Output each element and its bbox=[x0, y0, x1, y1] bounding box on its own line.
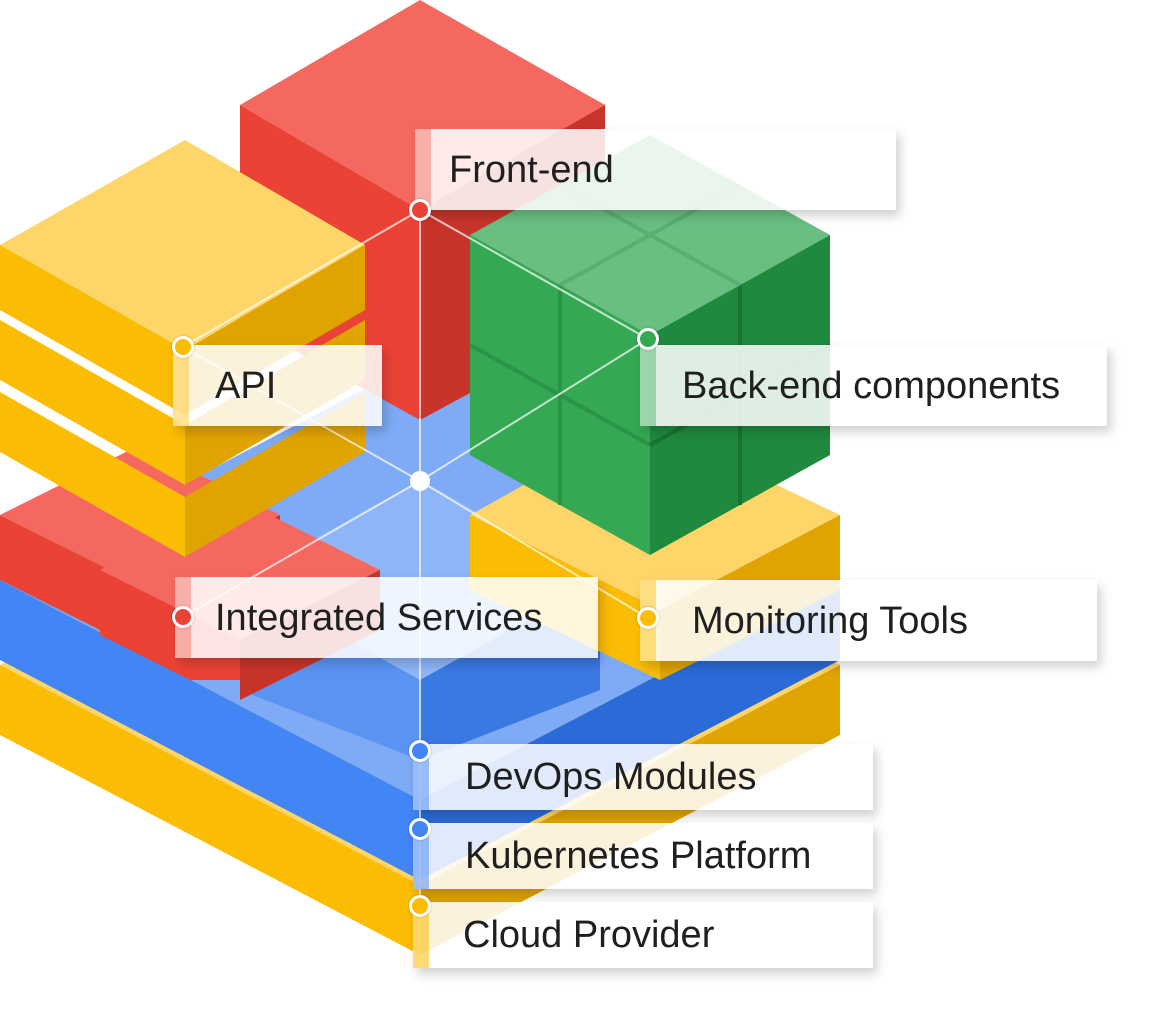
center-node-icon bbox=[410, 471, 430, 491]
label-text: DevOps Modules bbox=[465, 756, 757, 798]
label-api: API bbox=[173, 345, 382, 426]
label-devops-modules: DevOps Modules bbox=[413, 744, 873, 810]
label-back-end: Back-end components bbox=[640, 345, 1107, 426]
monitoring-tools-node-icon bbox=[637, 607, 659, 629]
label-text: Cloud Provider bbox=[463, 914, 715, 956]
label-text: Back-end components bbox=[682, 364, 1061, 407]
label-text: Kubernetes Platform bbox=[465, 835, 812, 877]
label-text: API bbox=[215, 364, 277, 407]
label-text: Integrated Services bbox=[215, 596, 543, 639]
label-text: Front-end bbox=[449, 148, 614, 191]
label-kubernetes-platform: Kubernetes Platform bbox=[413, 823, 873, 889]
kubernetes-platform-node-icon bbox=[409, 818, 431, 840]
label-integrated-services: Integrated Services bbox=[175, 577, 598, 658]
back-end-node-icon bbox=[637, 328, 659, 350]
label-cloud-provider: Cloud Provider bbox=[413, 902, 873, 968]
devops-modules-node-icon bbox=[409, 740, 431, 762]
front-end-node-icon bbox=[409, 199, 431, 221]
integrated-services-node-icon bbox=[172, 606, 194, 628]
label-front-end: Front-end bbox=[415, 129, 896, 210]
cloud-provider-node-icon bbox=[409, 895, 431, 917]
label-tab bbox=[640, 345, 656, 426]
api-node-icon bbox=[172, 336, 194, 358]
label-tab bbox=[173, 345, 189, 426]
label-text: Monitoring Tools bbox=[692, 599, 969, 642]
label-monitoring-tools: Monitoring Tools bbox=[640, 580, 1097, 661]
label-tab bbox=[413, 902, 429, 968]
label-tab bbox=[415, 129, 431, 210]
